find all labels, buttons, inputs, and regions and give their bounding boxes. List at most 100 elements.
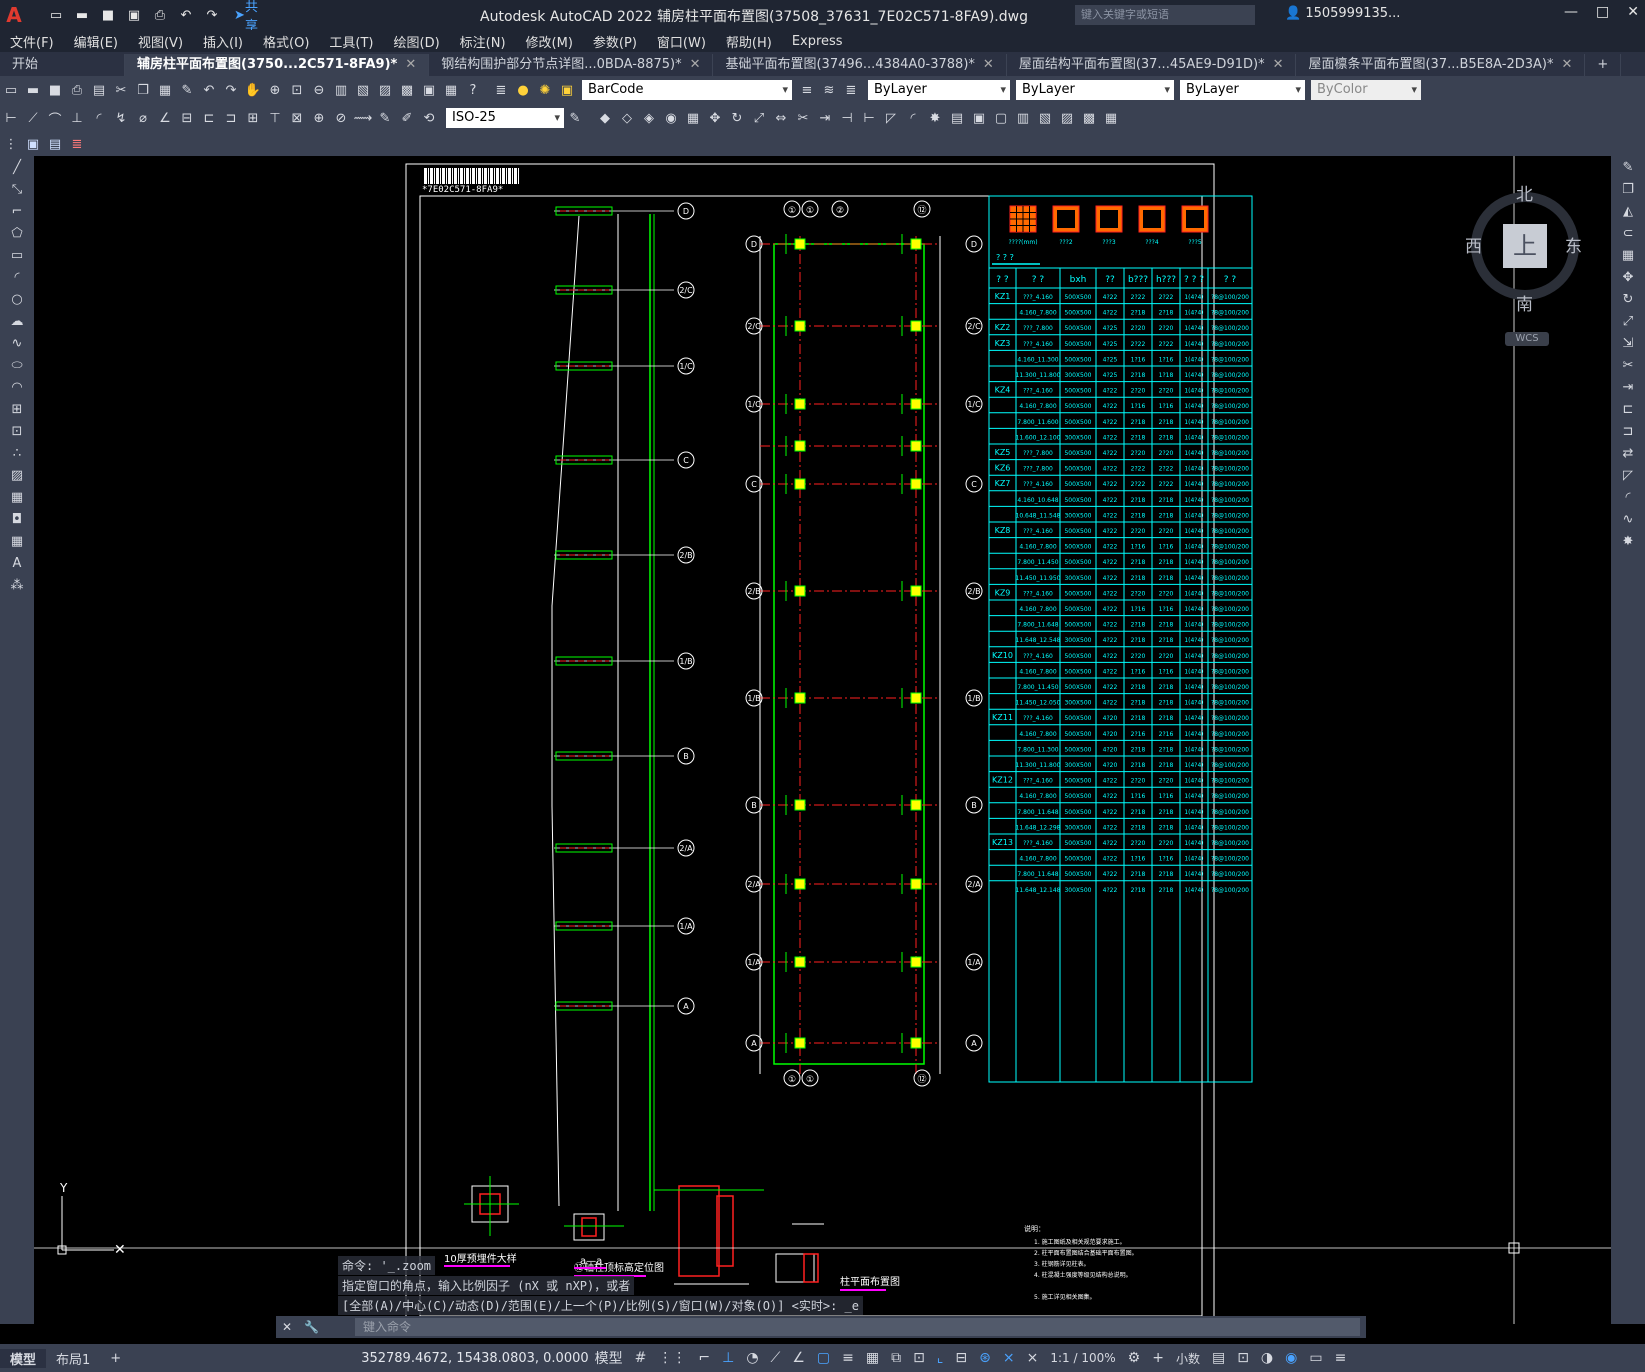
zoom-previous-icon[interactable]: ⊖ [313, 82, 325, 98]
sheetset-icon[interactable]: ▩ [400, 82, 414, 98]
viewcube-compass[interactable] [1471, 192, 1579, 300]
modify-join-icon[interactable]: ⊢ [863, 110, 875, 126]
menu-view[interactable]: 视图(V) [137, 35, 184, 51]
trim-icon[interactable]: ✂ [1622, 357, 1634, 373]
matchprop-icon[interactable]: ✎ [181, 82, 193, 98]
stretch-icon[interactable]: ⇲ [1622, 335, 1634, 351]
tab-layout1[interactable]: 布局1 [56, 1352, 91, 1368]
attribute-icon[interactable]: ▨ [1060, 110, 1074, 126]
units-dropdown[interactable]: 小数 [1175, 1351, 1200, 1366]
new-tab-button[interactable]: + [1585, 54, 1622, 76]
menu-edit[interactable]: 编辑(E) [73, 35, 118, 51]
menu-dimension[interactable]: 标注(N) [459, 35, 506, 51]
tab-drawing-3[interactable]: 基础平面布置图(37496...4384A0-3788)*✕ [713, 54, 1007, 76]
inspect-icon[interactable]: ⊘ [335, 110, 347, 126]
layout-icon[interactable]: ▣ [26, 136, 40, 152]
ungroup-icon[interactable]: ▢ [994, 110, 1008, 126]
save-icon[interactable]: ■ [48, 82, 62, 98]
customize-icon[interactable]: 🔧 [304, 1320, 320, 1334]
preview-icon[interactable]: ▤ [92, 82, 106, 98]
open-icon[interactable]: ▬ [75, 7, 89, 23]
close-icon[interactable]: ✕ [405, 57, 417, 72]
lineweight-icon[interactable]: ≡ [842, 1350, 854, 1366]
make-block-icon[interactable]: ⊡ [11, 423, 23, 439]
layer-states-icon[interactable]: ≣ [845, 82, 857, 98]
open-icon[interactable]: ▬ [26, 82, 40, 98]
share-button[interactable]: ➤ 共享 [234, 0, 258, 34]
lock-ui-icon[interactable]: ⊡ [1237, 1350, 1249, 1366]
menu-tools[interactable]: 工具(T) [329, 35, 374, 51]
menu-insert[interactable]: 插入(I) [203, 35, 244, 51]
quick-dim-icon[interactable]: ⊟ [181, 110, 193, 126]
dimstyle-manager-icon[interactable]: ✎ [569, 110, 581, 126]
explode-icon[interactable]: ✸ [1622, 533, 1634, 549]
annotation-monitor-icon[interactable]: + [1152, 1350, 1164, 1366]
line-icon[interactable]: ╱ [13, 159, 21, 175]
3dosnap-icon[interactable]: ⊡ [913, 1350, 925, 1366]
rotate-icon[interactable]: ↻ [1622, 291, 1634, 307]
add-layout-button[interactable]: + [110, 1350, 122, 1366]
tab-drawing-2[interactable]: 钢结构围护部分节点详图...0BDA-8875)*✕ [429, 54, 714, 76]
user-account[interactable]: 👤 1505999135... [1285, 6, 1401, 21]
block-icon[interactable]: ▥ [1016, 110, 1030, 126]
layer-previous-icon[interactable]: ≋ [823, 82, 835, 98]
dim-ordinate-icon[interactable]: ⊥ [71, 110, 83, 126]
paste-icon[interactable]: ▦ [158, 82, 172, 98]
coordinates-readout[interactable]: 352789.4672, 15438.0803, 0.0000 [361, 1350, 589, 1366]
compass-north[interactable]: 北 [1516, 185, 1533, 205]
dim-space-icon[interactable]: ⊞ [247, 110, 259, 126]
extend-icon[interactable]: ⇥ [1622, 379, 1634, 395]
linetype-dropdown[interactable]: ByLayer [1016, 80, 1174, 100]
modify-rotate-icon[interactable]: ↻ [731, 110, 743, 126]
snap-icon[interactable]: ⋮⋮ [658, 1350, 687, 1366]
layer-lock-icon[interactable]: ▣ [560, 82, 574, 98]
insert-icon[interactable]: ▧ [1038, 110, 1052, 126]
center-mark-icon[interactable]: ⊕ [313, 110, 325, 126]
selection-filter-icon[interactable]: ⊟ [955, 1350, 968, 1366]
join-icon[interactable]: ⇄ [1622, 445, 1634, 461]
wcs-menu[interactable]: WCS [1505, 332, 1549, 346]
image-icon[interactable]: ▦ [1104, 110, 1118, 126]
tab-drawing-1[interactable]: 辅房柱平面布置图(3750...2C571-8FA9)*✕ [125, 54, 430, 76]
modify-scale-icon[interactable]: ⤢ [753, 110, 765, 126]
menu-format[interactable]: 格式(O) [263, 35, 310, 51]
copy-icon[interactable]: ❐ [1622, 181, 1634, 197]
osnap-tracking-icon[interactable]: ∠ [792, 1350, 805, 1366]
menu-help[interactable]: 帮助(H) [725, 35, 772, 51]
revcloud-icon[interactable]: ☁ [10, 313, 24, 329]
search-input[interactable]: 键入关键字或短语 [1075, 5, 1255, 25]
dim-jogged-icon[interactable]: ↯ [115, 110, 127, 126]
dim-radius-icon[interactable]: ◜ [96, 110, 102, 126]
modify-chamfer-icon[interactable]: ◸ [886, 110, 896, 126]
menu-draw[interactable]: 绘图(D) [393, 35, 440, 51]
publish-icon[interactable]: ▤ [48, 136, 62, 152]
viewcube[interactable]: 上 北 南 东 西 WCS [1465, 180, 1585, 346]
dim-update-icon[interactable]: ⟲ [423, 110, 435, 126]
pan-icon[interactable]: ✋ [244, 82, 262, 98]
dim-aligned-icon[interactable]: ⟋ [28, 110, 38, 126]
print-icon[interactable]: ⎙ [154, 7, 166, 23]
tab-start[interactable]: 开始 [0, 54, 125, 76]
break-icon[interactable]: ⊐ [1622, 423, 1634, 439]
dim-arc-icon[interactable]: ⌒ [48, 112, 62, 128]
close-icon[interactable]: ✕ [982, 57, 994, 72]
modify-fillet-icon[interactable]: ◜ [910, 110, 916, 126]
region-icon[interactable]: ◘ [11, 511, 23, 527]
dim-linear-icon[interactable]: ⊢ [5, 110, 17, 126]
quick-properties-icon[interactable]: ▤ [1211, 1350, 1226, 1366]
isodraft-icon[interactable]: ⟋ [770, 1350, 781, 1366]
polyline-icon[interactable]: ⌐ [11, 203, 23, 219]
move-icon[interactable]: ✥ [1622, 269, 1634, 285]
grid-icon[interactable]: # [634, 1350, 647, 1366]
layer-freeze-icon[interactable]: ✺ [539, 82, 551, 98]
auto-scale-icon[interactable]: ⨯ [1026, 1350, 1039, 1366]
infer-icon[interactable]: ⌐ [698, 1350, 711, 1366]
tab-drawing-5[interactable]: 屋面檩条平面布置图(37...B5E8A-2D3A)*✕ [1296, 54, 1586, 76]
xline-icon[interactable]: ⤡ [11, 181, 23, 197]
new-icon[interactable]: ▭ [4, 82, 18, 98]
spline-icon[interactable]: ∿ [11, 335, 23, 351]
modify-array-icon[interactable]: ▦ [686, 110, 700, 126]
layer-on-icon[interactable]: ● [517, 82, 529, 98]
modify-offset-icon[interactable]: ◉ [665, 110, 677, 126]
blend-icon[interactable]: ∿ [1622, 511, 1634, 527]
